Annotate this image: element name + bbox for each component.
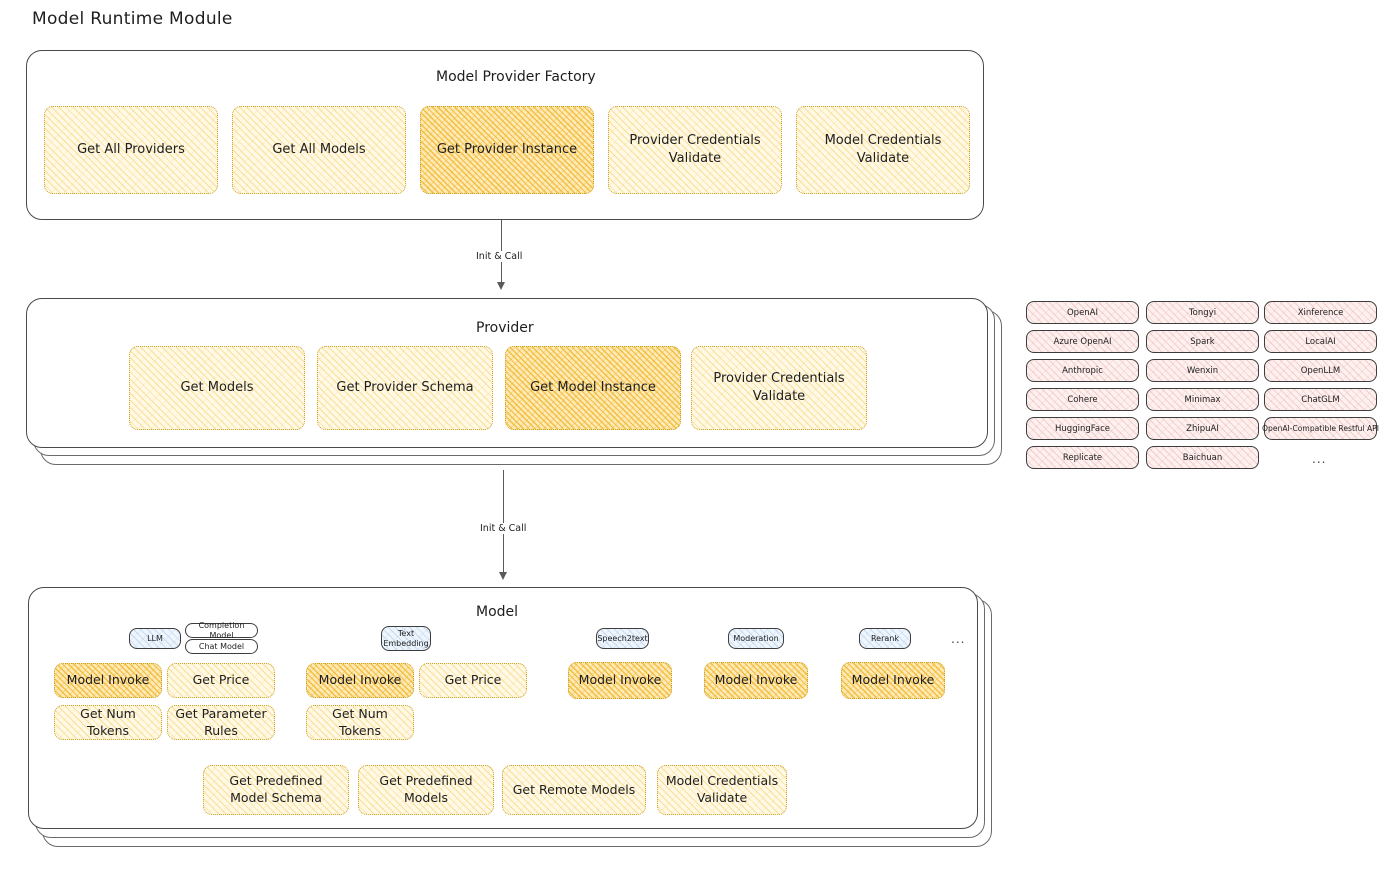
model-get-remote-models[interactable]: Get Remote Models (502, 765, 646, 815)
provider-title: Provider (476, 320, 534, 336)
provider-chip-cohere[interactable]: Cohere (1026, 388, 1139, 411)
arrow-provider-to-model-line (503, 470, 505, 575)
llm-get-num-tokens[interactable]: Get Num Tokens (54, 705, 162, 740)
arrow-factory-to-provider-label: Init & Call (472, 251, 527, 262)
model-subtag-chat-model[interactable]: Chat Model (185, 639, 258, 654)
model-type-tag-rerank[interactable]: Rerank (859, 628, 911, 649)
factory-get-all-providers[interactable]: Get All Providers (44, 106, 218, 194)
factory-provider-credentials-validate[interactable]: Provider Credentials Validate (608, 106, 782, 194)
provider-chip-azure-openai[interactable]: Azure OpenAI (1026, 330, 1139, 353)
factory-get-provider-instance[interactable]: Get Provider Instance (420, 106, 594, 194)
rerank-model-invoke[interactable]: Model Invoke (841, 662, 945, 699)
provider-chip-replicate[interactable]: Replicate (1026, 446, 1139, 469)
provider-get-provider-schema[interactable]: Get Provider Schema (317, 346, 493, 430)
llm-get-price[interactable]: Get Price (167, 663, 275, 698)
provider-chip-baichuan[interactable]: Baichuan (1146, 446, 1259, 469)
provider-chip-wenxin[interactable]: Wenxin (1146, 359, 1259, 382)
text-embedding-get-price[interactable]: Get Price (419, 663, 527, 698)
model-title: Model (476, 604, 519, 620)
model-type-tag-moderation[interactable]: Moderation (728, 628, 784, 649)
provider-get-model-instance[interactable]: Get Model Instance (505, 346, 681, 430)
provider-chip-minimax[interactable]: Minimax (1146, 388, 1259, 411)
provider-get-models[interactable]: Get Models (129, 346, 305, 430)
arrow-provider-to-model-head (499, 572, 507, 580)
moderation-model-invoke[interactable]: Model Invoke (704, 662, 808, 699)
factory-model-credentials-validate[interactable]: Model Credentials Validate (796, 106, 970, 194)
text-embedding-get-num-tokens[interactable]: Get Num Tokens (306, 705, 414, 740)
provider-chip-chatglm[interactable]: ChatGLM (1264, 388, 1377, 411)
model-provider-factory-title: Model Provider Factory (436, 69, 596, 85)
provider-chip-openllm[interactable]: OpenLLM (1264, 359, 1377, 382)
provider-chip-zhipuai[interactable]: ZhipuAI (1146, 417, 1259, 440)
model-type-tag-llm[interactable]: LLM (129, 628, 181, 649)
provider-chip-openai[interactable]: OpenAI (1026, 301, 1139, 324)
provider-list-more: ... (1312, 452, 1327, 466)
provider-chip-openai-compatible-restful-api[interactable]: OpenAI-Compatible Restful API (1262, 417, 1379, 440)
factory-get-all-models[interactable]: Get All Models (232, 106, 406, 194)
model-get-predefined-model-schema[interactable]: Get Predefined Model Schema (203, 765, 349, 815)
arrow-factory-to-provider-head (497, 282, 505, 290)
model-get-predefined-models[interactable]: Get Predefined Models (358, 765, 494, 815)
provider-chip-spark[interactable]: Spark (1146, 330, 1259, 353)
model-type-tag-text-embedding[interactable]: Text Embedding (381, 626, 431, 651)
page-title: Model Runtime Module (32, 9, 233, 29)
model-credentials-validate[interactable]: Model Credentials Validate (657, 765, 787, 815)
provider-chip-anthropic[interactable]: Anthropic (1026, 359, 1139, 382)
provider-chip-xinference[interactable]: Xinference (1264, 301, 1377, 324)
llm-get-parameter-rules[interactable]: Get Parameter Rules (167, 705, 275, 740)
speech2text-model-invoke[interactable]: Model Invoke (568, 662, 672, 699)
provider-credentials-validate[interactable]: Provider Credentials Validate (691, 346, 867, 430)
provider-chip-huggingface[interactable]: HuggingFace (1026, 417, 1139, 440)
llm-model-invoke[interactable]: Model Invoke (54, 663, 162, 698)
model-type-tag-speech2text[interactable]: Speech2text (596, 628, 649, 649)
arrow-provider-to-model-label: Init & Call (476, 523, 531, 534)
provider-chip-tongyi[interactable]: Tongyi (1146, 301, 1259, 324)
model-types-more: ... (951, 632, 966, 646)
provider-chip-localai[interactable]: LocalAI (1264, 330, 1377, 353)
text-embedding-model-invoke[interactable]: Model Invoke (306, 663, 414, 698)
model-subtag-completion-model[interactable]: Completion Model (185, 621, 258, 640)
